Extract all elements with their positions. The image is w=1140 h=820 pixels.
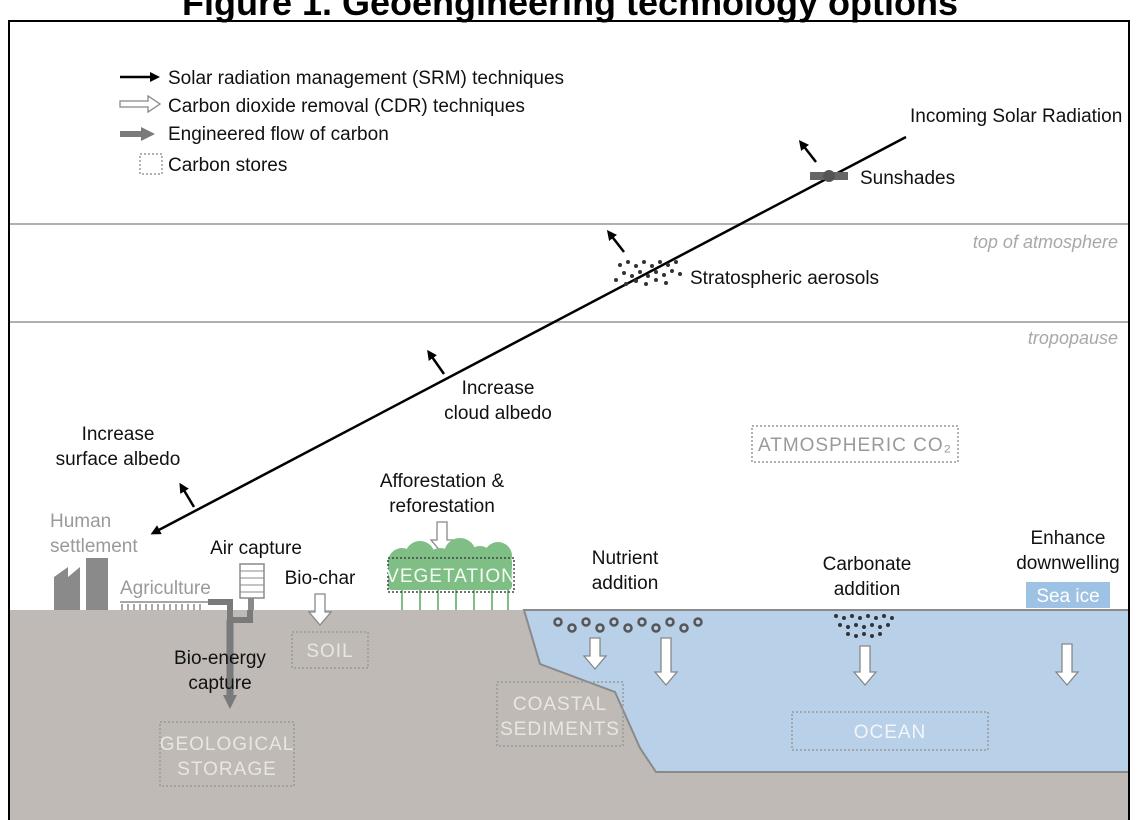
ocean-store bbox=[791, 711, 989, 751]
solar-radiation-ray bbox=[150, 135, 907, 535]
soil-store bbox=[291, 631, 369, 669]
trees-icon bbox=[388, 538, 512, 610]
nutrient-label-2: addition bbox=[592, 573, 659, 594]
legend-stores: Carbon stores bbox=[168, 155, 287, 176]
afforestation-label-2: reforestation bbox=[389, 496, 495, 517]
legend-srm: Solar radiation management (SRM) techniq… bbox=[168, 68, 564, 89]
surface-albedo-label-1: Increase bbox=[82, 424, 155, 445]
biochar-label: Bio-char bbox=[285, 568, 356, 589]
legend-flow: Engineered flow of carbon bbox=[168, 124, 389, 145]
crop-field-icon bbox=[120, 601, 210, 610]
aerosols-label: Stratospheric aerosols bbox=[690, 268, 879, 289]
geological-label-1: GEOLOGICAL bbox=[160, 734, 295, 755]
coastal-sediments-store bbox=[496, 681, 624, 747]
factory-icon bbox=[54, 558, 108, 610]
nutrient-cdr-arrow-2 bbox=[653, 637, 679, 687]
diagram-frame: top of atmosphere tropopause Solar radia… bbox=[8, 20, 1130, 820]
cloud-albedo-arrow bbox=[427, 349, 446, 375]
geological-storage-store bbox=[159, 721, 295, 787]
vegetation-label: VEGETATION bbox=[386, 566, 516, 587]
carbonate-label-1: Carbonate bbox=[823, 554, 912, 575]
toa-label: top of atmosphere bbox=[973, 232, 1118, 252]
air-capture-label: Air capture bbox=[210, 538, 302, 559]
aerosol-reflect-arrow bbox=[606, 230, 625, 253]
carbonate-cdr-arrow bbox=[852, 645, 878, 687]
air-capture-pipe bbox=[230, 610, 253, 623]
legend-cdr: Carbon dioxide removal (CDR) techniques bbox=[168, 96, 525, 117]
nutrient-label-1: Nutrient bbox=[592, 548, 659, 569]
legend: Solar radiation management (SRM) techniq… bbox=[119, 68, 564, 176]
incoming-solar-label: Incoming Solar Radiation bbox=[910, 106, 1122, 127]
biochar-cdr-arrow bbox=[307, 593, 333, 627]
sunshade-icon bbox=[810, 170, 848, 182]
human-settlement-label-1: Human bbox=[50, 511, 111, 532]
sea-ice-label: Sea ice bbox=[1036, 586, 1099, 607]
carbonate-particles-icon bbox=[834, 614, 894, 638]
atmospheric-co2-label: ATMOSPHERIC CO₂ bbox=[758, 435, 952, 456]
downwelling-label-1: Enhance bbox=[1030, 528, 1105, 549]
surface-albedo-label-2: surface albedo bbox=[56, 449, 181, 470]
atmospheric-co2-store bbox=[751, 425, 959, 463]
soil-label: SOIL bbox=[306, 641, 353, 662]
nutrient-cdr-arrow-1 bbox=[582, 637, 608, 671]
tropopause-label: tropopause bbox=[1028, 328, 1118, 348]
ocean bbox=[522, 609, 1128, 773]
downwelling-cdr-arrow bbox=[1054, 643, 1080, 687]
coastal-label-1: COASTAL bbox=[513, 694, 607, 715]
geological-label-2: STORAGE bbox=[177, 759, 277, 780]
bioenergy-label-2: capture bbox=[188, 673, 251, 694]
ocean-label: OCEAN bbox=[854, 722, 927, 743]
afforestation-label-1: Afforestation & bbox=[380, 471, 505, 492]
coastal-label-2: SEDIMENTS bbox=[500, 719, 620, 740]
geoengineering-diagram: top of atmosphere tropopause Solar radia… bbox=[10, 68, 1128, 820]
carbonate-label-2: addition bbox=[834, 579, 901, 600]
sunshades-label: Sunshades bbox=[860, 168, 955, 189]
nutrient-particles-icon bbox=[553, 617, 703, 633]
surface-albedo-arrow bbox=[179, 482, 196, 508]
cloud-albedo-label-2: cloud albedo bbox=[444, 403, 552, 424]
agriculture-label: Agriculture bbox=[120, 578, 211, 599]
air-capture-device-icon bbox=[239, 563, 265, 610]
bioenergy-label-1: Bio-energy bbox=[174, 648, 266, 669]
aerosol-dots-icon bbox=[614, 260, 682, 286]
figure-title: Figure 1. Geoengineering technology opti… bbox=[181, 0, 959, 23]
cloud-albedo-label-1: Increase bbox=[462, 378, 535, 399]
downwelling-label-2: downwelling bbox=[1016, 553, 1120, 574]
sunshade-reflect-arrow bbox=[798, 140, 817, 163]
human-settlement-label-2: settlement bbox=[50, 536, 138, 557]
bioenergy-pipe bbox=[208, 599, 233, 620]
sea-ice bbox=[1026, 582, 1110, 608]
